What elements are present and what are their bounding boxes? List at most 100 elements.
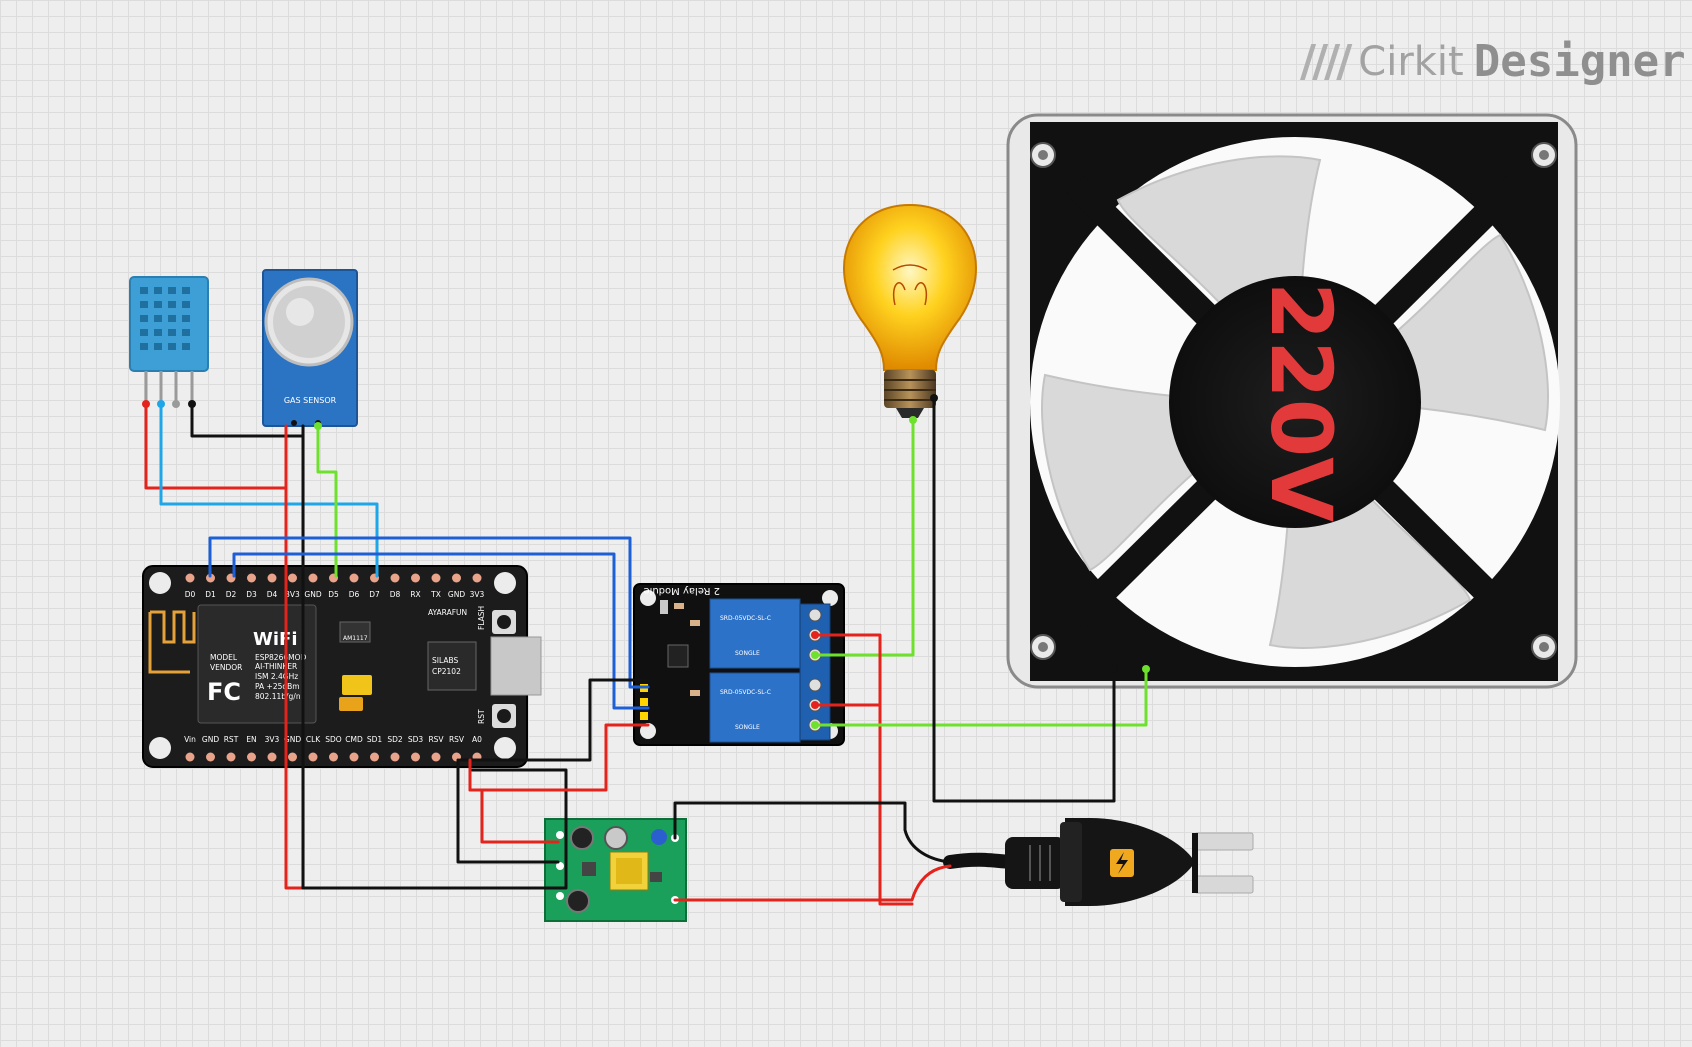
wire-dht-data [159, 402, 379, 578]
ac-power-plug[interactable] [943, 818, 1254, 906]
usb-chip-line1: SILABS [432, 656, 458, 665]
esp-bottom-pin-7[interactable] [329, 752, 338, 762]
wire-gnd-bus [301, 768, 568, 890]
wire-psu-line [673, 864, 952, 902]
esp-bottom-pin-label-2: RST [224, 735, 239, 744]
esp-bottom-pin-3[interactable] [247, 752, 256, 762]
esp-bottom-pin-10[interactable] [390, 752, 400, 762]
esp-top-pin-label-12: TX [430, 590, 441, 599]
chip-ism: ISM 2.4GHz [255, 672, 298, 681]
esp-top-pin-11[interactable] [411, 573, 420, 583]
lightning-icon [1116, 852, 1128, 874]
brand-name-designer: Designer [1473, 36, 1686, 87]
light-bulb[interactable] [843, 203, 977, 423]
wire-bulb-neutral [932, 396, 1116, 803]
esp-top-pin-label-1: D1 [205, 590, 216, 599]
model-label: MODEL [210, 653, 238, 662]
esp-top-pin-label-13: GND [448, 590, 465, 599]
esp-bottom-pin-label-5: GND [284, 735, 301, 744]
esp-top-pin-label-7: D5 [328, 590, 339, 599]
cirkit-logo-icon: //// [1300, 36, 1352, 87]
esp-top-pin-label-4: D4 [267, 590, 278, 599]
esp-top-pin-label-6: GND [304, 590, 321, 599]
esp-bottom-pin-label-0: Vin [184, 735, 196, 744]
wire-vin-relay-vcc [468, 723, 650, 792]
esp-top-pin-12[interactable] [431, 573, 441, 583]
fan-220v[interactable]: 220V [1006, 113, 1578, 689]
esp-top-pin-label-14: 3V3 [470, 590, 485, 599]
esp-bottom-pin-label-3: EN [246, 735, 256, 744]
esp-bottom-header [185, 752, 482, 762]
esp-top-pin-1[interactable] [206, 573, 215, 583]
relay-2-brand: SONGLE [735, 724, 760, 731]
relay-1: SRD-05VDC-SL-C SONGLE [709, 598, 801, 669]
esp-top-pin-label-0: D0 [185, 590, 196, 599]
relay-2-label: SRD-05VDC-SL-C [720, 689, 771, 696]
esp-top-pin-6[interactable] [308, 573, 318, 583]
gas-sensor-label: GAS SENSOR [284, 396, 337, 405]
esp8266-nodemcu-board[interactable]: WiFi MODEL VENDOR FC ESP8266MOD AI-THINK… [142, 565, 542, 768]
esp-bottom-pin-0[interactable] [185, 752, 195, 762]
esp-bottom-pin-label-14: A0 [472, 735, 482, 744]
fc-logo: FC [207, 678, 241, 706]
dht11-sensor[interactable] [129, 276, 209, 404]
wire-d1-relay-in1 [208, 536, 650, 689]
esp-top-pin-label-11: RX [410, 590, 420, 599]
esp-top-pin-13[interactable] [452, 573, 461, 583]
acdc-power-module[interactable] [544, 818, 687, 922]
wire-relay2-fan [813, 667, 1148, 727]
esp-top-pin-8[interactable] [349, 573, 359, 583]
esp-top-header [185, 573, 482, 583]
brand-name-cirkit: Cirkit [1358, 38, 1464, 85]
esp-top-pin-0[interactable] [185, 573, 195, 583]
wire-vin-psu [468, 788, 560, 844]
relay-module[interactable]: 2 Relay Module SRD-05VDC-SL-C SONGLE SRD… [633, 583, 845, 746]
rst-button-label: RST [477, 709, 486, 724]
relay-2: SRD-05VDC-SL-C SONGLE [709, 672, 801, 743]
esp-top-pin-10[interactable] [390, 573, 400, 583]
gas-sensor-module[interactable]: GAS SENSOR [262, 269, 358, 427]
esp-top-pin-5[interactable] [288, 573, 297, 583]
esp-bottom-pin-label-6: CLK [306, 735, 321, 744]
esp-bottom-pin-5[interactable] [288, 752, 297, 762]
esp-top-pin-14[interactable] [472, 573, 482, 583]
esp-bottom-pin-2[interactable] [226, 752, 236, 762]
wire-relay-red-com [813, 633, 914, 906]
plug-grip-lines [1029, 845, 1051, 881]
vendor-label: VENDOR [210, 663, 242, 672]
esp-bottom-pin-label-9: SD1 [367, 735, 383, 744]
relay-1-brand: SONGLE [735, 650, 760, 657]
esp-bottom-pin-11[interactable] [411, 752, 420, 762]
esp-bottom-pin-8[interactable] [349, 752, 359, 762]
esp-top-pin-4[interactable] [267, 573, 277, 583]
esp-top-pin-label-9: D7 [369, 590, 380, 599]
esp-bottom-pin-label-7: SDO [325, 735, 342, 744]
relay-1-label: SRD-05VDC-SL-C [720, 615, 771, 622]
esp-bottom-pin-label-8: CMD [345, 735, 363, 744]
relay-input-header [640, 684, 648, 720]
wifi-antenna-trace [148, 610, 196, 674]
flash-button-label: FLASH [477, 606, 486, 630]
wire-psu-neutral [673, 801, 952, 864]
esp-bottom-pin-1[interactable] [206, 752, 215, 762]
esp-bottom-pin-label-4: 3V3 [265, 735, 280, 744]
esp-bottom-pin-12[interactable] [431, 752, 441, 762]
esp-bottom-pin-9[interactable] [370, 752, 379, 762]
relay-module-title: 2 Relay Module [643, 585, 720, 596]
wire-gnd-psu [456, 758, 560, 864]
esp-bottom-pin-label-10: SD2 [387, 735, 403, 744]
esp-bottom-pin-label-1: GND [202, 735, 219, 744]
esp-bottom-pin-6[interactable] [308, 752, 318, 762]
esp-bottom-pin-4[interactable] [267, 752, 277, 762]
esp-top-pin-3[interactable] [247, 573, 256, 583]
chip-standard: 802.11b/g/n [255, 692, 301, 701]
chip-vendor: AI-THINKER [255, 662, 297, 671]
wires [144, 396, 1148, 906]
wire-esp-gnd-relay [458, 678, 650, 762]
chip-pa: PA +25dBm [255, 682, 300, 691]
maker-label: AYARAFUN [428, 608, 467, 617]
